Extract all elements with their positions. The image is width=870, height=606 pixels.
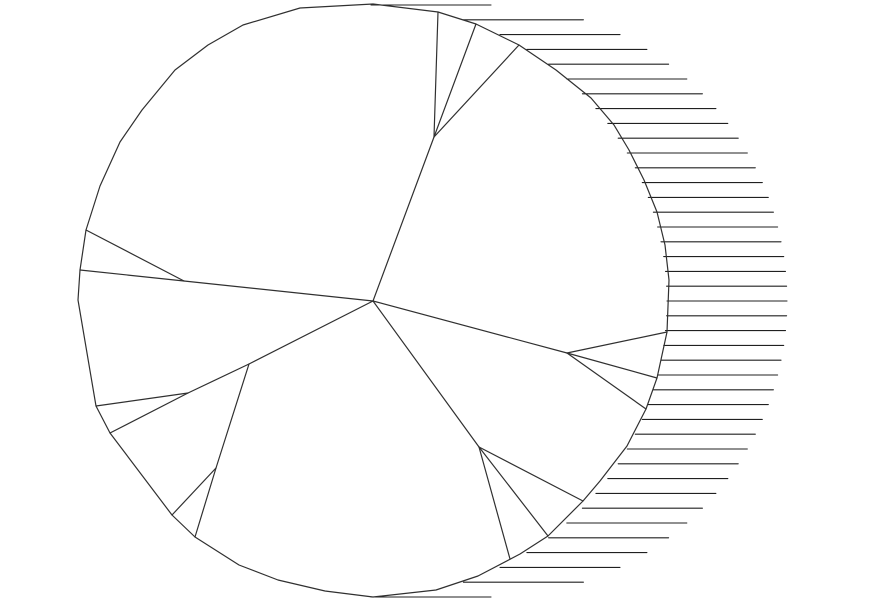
branch-southwest-b: [215, 363, 250, 469]
branch-southwest-a2: [109, 392, 189, 434]
branch-south-a: [478, 446, 584, 502]
branch-southwest-a1: [95, 392, 189, 407]
tree-branches: [79, 11, 668, 560]
branch-center-south: [372, 300, 480, 448]
branch-southwest-a: [187, 363, 250, 394]
branch-center-north: [372, 136, 435, 302]
branch-southwest-b1: [171, 467, 217, 516]
branch-south-b: [478, 446, 549, 537]
branch-south-c: [478, 446, 511, 560]
branch-north-a: [433, 11, 439, 138]
branch-east-b: [566, 352, 658, 379]
branch-west-a: [85, 229, 185, 282]
branch-center-east: [372, 300, 568, 354]
branch-west-b: [79, 269, 185, 282]
hatch-lines: [370, 4, 788, 598]
branch-east-c: [566, 352, 647, 410]
branch-center-west: [183, 280, 374, 302]
branch-center-southwest: [248, 300, 374, 365]
circle-outline: [77, 3, 670, 598]
branch-north-c: [433, 44, 520, 138]
branch-north-b: [433, 23, 477, 138]
branch-southwest-b2: [194, 467, 217, 538]
branch-east-a: [566, 331, 668, 354]
